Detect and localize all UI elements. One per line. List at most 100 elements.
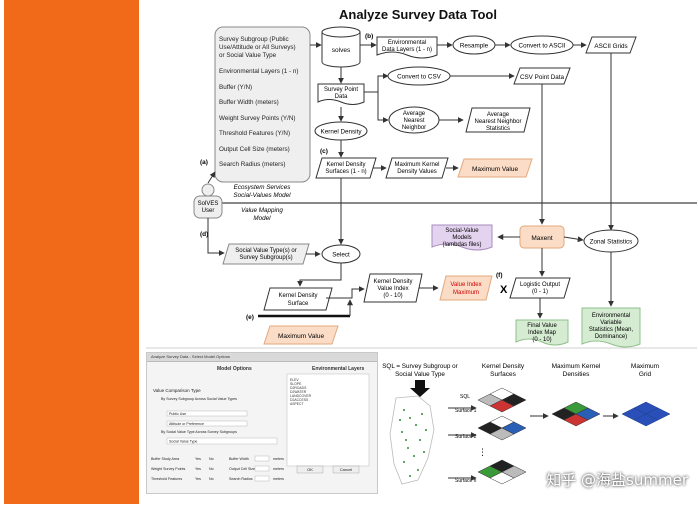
svg-text:Average: Average: [403, 111, 426, 117]
attitude-select[interactable]: [166, 420, 248, 427]
value-index-maximum-node: Value Index Maximum: [439, 275, 493, 301]
svg-text:No: No: [209, 457, 214, 461]
input-item: Weight Survey Points (Y/N): [219, 115, 296, 122]
social-value-models-node: Social-Value Models (lambdas files): [431, 224, 493, 251]
maxent-node: Maxent: [519, 225, 565, 249]
output-cell-size-label: Output Cell Size: [229, 467, 255, 471]
kernel-density-surface-node: Kernel Density Surface: [263, 287, 333, 311]
svg-text:Average: Average: [487, 112, 510, 118]
svg-text:Environmental: Environmental: [592, 313, 630, 319]
csv-point-data-node: CSV Point Data: [513, 67, 571, 85]
max-density-grid: [551, 401, 601, 427]
inputs-panel: [214, 26, 311, 183]
surfacen-grid: [477, 459, 527, 485]
svg-text:(lambdas files): (lambdas files): [442, 242, 481, 248]
option1-radio[interactable]: By Survey Subgroup Across Social Value T…: [161, 397, 237, 401]
social-value-type-node: Social Value Type(s) or Survey Subgroup(…: [222, 243, 310, 265]
svg-text:Data Layers (1 - n): Data Layers (1 - n): [382, 47, 432, 53]
col3-heading: Grid: [639, 371, 652, 378]
svg-text:ELEV: ELEV: [290, 378, 299, 382]
svg-text:No: No: [209, 467, 214, 471]
buffer-study-area-label: Buffer Study Area: [151, 457, 179, 461]
svg-text:Convert to ASCII: Convert to ASCII: [519, 43, 566, 50]
svg-text:LANDCOVER: LANDCOVER: [290, 394, 312, 398]
sql-legend: Social Value Type: [395, 371, 445, 378]
surface1-grid: [477, 387, 527, 413]
svg-text:Value Index: Value Index: [450, 282, 481, 288]
environmental-layers-node: Environmental Data Layers (1 - n): [376, 36, 438, 59]
label-e: (e): [246, 314, 254, 321]
svg-text:Maximum Value: Maximum Value: [278, 333, 325, 340]
cell-size-input[interactable]: [254, 465, 270, 472]
svg-text:Kernel Density: Kernel Density: [326, 162, 365, 168]
survey-point-data-node: Survey Point Data: [317, 83, 365, 105]
tool-dialog-screenshot: Analyze Survey Data - Select Model Optio…: [146, 352, 378, 494]
input-item: Search Radius (meters): [219, 161, 286, 168]
select-node: Select: [321, 244, 361, 264]
label-b: (b): [365, 33, 373, 40]
svg-text:Models: Models: [452, 235, 471, 241]
svg-text:Index Map: Index Map: [528, 330, 557, 336]
svg-text:Final Value: Final Value: [527, 323, 557, 329]
svg-text:Yes: Yes: [195, 457, 201, 461]
input-item: Buffer (Y/N): [219, 84, 252, 91]
svg-text:Survey Point: Survey Point: [324, 87, 358, 93]
value-mapping-label: Model: [253, 215, 271, 222]
x-mark: X: [500, 284, 508, 296]
logistic-output-node: Logistic Output (0 - 1): [509, 277, 571, 299]
svg-text:Neighbor: Neighbor: [402, 125, 426, 131]
convert-to-csv-node: Convert to CSV: [387, 66, 451, 86]
dialog-body: Model Options Environmental Layers Value…: [151, 366, 370, 482]
maximum-value-bottom-node: Maximum Value: [263, 325, 339, 345]
svg-text:Data: Data: [335, 94, 348, 100]
sql-label: SQL: [460, 394, 470, 400]
public-use-value: Public Use: [169, 412, 186, 416]
svg-text:No: No: [209, 477, 214, 481]
option2-radio[interactable]: By Social Value Type Across Survey Subgr…: [161, 430, 237, 434]
value-mapping-label: Value Mapping: [241, 207, 283, 214]
ok-button[interactable]: [296, 465, 324, 474]
svg-text:D2ROADS: D2ROADS: [290, 386, 307, 390]
svg-text:SLOPE: SLOPE: [290, 382, 302, 386]
surface2-label: Surface 2: [455, 434, 477, 440]
label-d: (d): [200, 231, 208, 238]
zonal-statistics-node: Zonal Statistics: [583, 229, 639, 253]
buffer-width-label: Buffer Width: [229, 457, 249, 461]
final-value-index-map-node: Final Value Index Map (0 - 10): [515, 319, 569, 346]
input-item: Threshold Features (Y/N): [219, 130, 290, 137]
ellipsis: ⋮: [478, 447, 487, 457]
public-use-select[interactable]: [166, 410, 248, 417]
weight-survey-points-label: Weight Survey Points: [151, 467, 185, 471]
cancel-button-label: Cancel: [340, 467, 353, 472]
diagram-title: Analyze Survey Data Tool: [339, 7, 497, 22]
svg-text:Zonal Statistics: Zonal Statistics: [590, 239, 633, 246]
kernel-density-node: Kernel Density: [314, 121, 368, 141]
svg-text:Yes: Yes: [195, 467, 201, 471]
social-value-type-select[interactable]: [166, 437, 278, 445]
svg-text:meters: meters: [273, 457, 284, 461]
maximum-value-top-node: Maximum Value: [457, 158, 533, 178]
svg-text:D2WATER: D2WATER: [290, 390, 307, 394]
figure-area: Analyze Survey Data Tool Survey Subgroup…: [140, 0, 698, 504]
svg-text:ASPECT: ASPECT: [290, 402, 304, 406]
svg-text:Dominance): Dominance): [595, 334, 627, 340]
svg-text:Kernel Density: Kernel Density: [373, 279, 412, 285]
eco-services-label: Social-Values Model: [233, 192, 291, 199]
label-a: (a): [200, 159, 208, 166]
buffer-width-input[interactable]: [254, 455, 270, 462]
attitude-value: Attitude or Preference: [169, 422, 204, 426]
svg-text:Logistic Output: Logistic Output: [520, 282, 560, 288]
svg-text:CSV Point Data: CSV Point Data: [520, 74, 565, 81]
max-kernel-density-values-node: Maximum Kernel Density Values: [385, 157, 449, 179]
label-f: (f): [496, 272, 503, 279]
search-radius-input[interactable]: [254, 475, 270, 482]
svg-text:Select: Select: [332, 252, 350, 259]
surfacen-label: Surface n: [455, 478, 477, 484]
env-layers-list[interactable]: [286, 373, 370, 467]
svg-text:SolVES: SolVES: [198, 201, 219, 207]
study-area-map: [389, 395, 435, 485]
flowchart: Analyze Survey Data Tool Survey Subgroup…: [146, 7, 697, 485]
svg-text:Kernel Density: Kernel Density: [278, 293, 317, 299]
svg-text:Nearest Neighbor: Nearest Neighbor: [474, 119, 521, 125]
cancel-button[interactable]: [332, 465, 360, 474]
